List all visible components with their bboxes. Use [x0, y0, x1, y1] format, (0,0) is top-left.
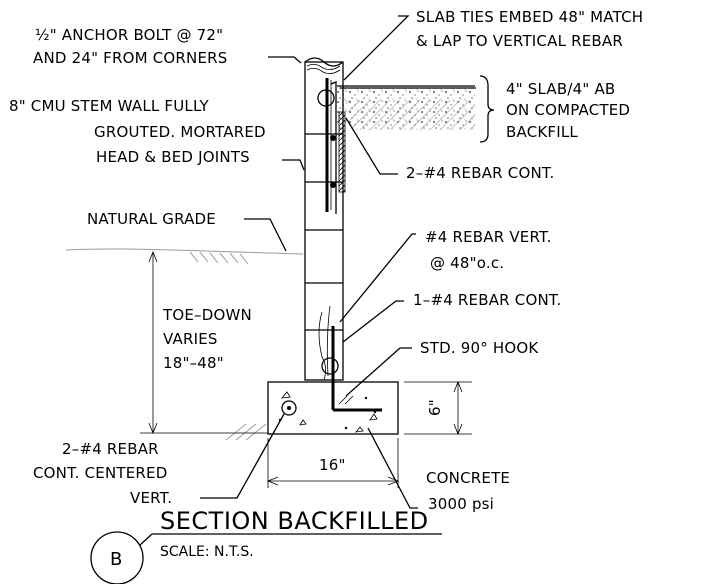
anchor-bolt-label-2: AND 24" FROM CORNERS	[33, 49, 227, 67]
footing-rebar-label-2: CONT. CENTERED	[33, 464, 167, 482]
leader-lines	[200, 15, 418, 509]
rebar-vert-label-1: #4 REBAR VERT.	[425, 228, 552, 246]
footing	[225, 381, 399, 441]
dim-width-label: 16"	[319, 456, 346, 474]
cmu-label-2: GROUTED. MORTARED	[94, 123, 266, 141]
vertical-rebar	[321, 326, 382, 412]
cmu-label-3: HEAD & BED JOINTS	[96, 148, 250, 166]
cmu-stem-wall	[304, 57, 344, 381]
concrete-label-2: 3000 psi	[428, 495, 494, 513]
section-title: SECTION BACKFILLED	[160, 507, 429, 535]
natural-grade-label: NATURAL GRADE	[87, 210, 216, 228]
rebar-cont-mid-label: 1–#4 REBAR CONT.	[413, 291, 561, 309]
rebar-vert-label-2: @ 48"o.c.	[430, 254, 504, 272]
concrete-label-1: CONCRETE	[426, 469, 510, 487]
toe-down-label-1: TOE–DOWN	[162, 306, 252, 324]
hook-label: STD. 90° HOOK	[420, 339, 539, 357]
natural-grade	[65, 248, 304, 265]
anchor-bolt	[317, 78, 346, 214]
slab-label-2: ON COMPACTED	[506, 101, 630, 119]
section-tag: B	[110, 549, 122, 570]
dim-height-label: 6"	[426, 399, 444, 416]
toe-down-label-2: VARIES	[163, 330, 218, 348]
footing-rebar-label-3: VERT.	[130, 489, 172, 507]
footing-rebar-label-1: 2–#4 REBAR	[62, 440, 159, 458]
slab-ties-label-2: & LAP TO VERTICAL REBAR	[416, 32, 623, 50]
title-block: B SECTION BACKFILLED SCALE: N.T.S.	[90, 507, 442, 584]
slab-label-1: 4" SLAB/4" AB	[506, 80, 615, 98]
cmu-label-1: 8" CMU STEM WALL FULLY	[9, 97, 210, 115]
toe-down-label-3: 18"–48"	[163, 354, 224, 372]
rebar-cont-top-label: 2–#4 REBAR CONT.	[406, 164, 554, 182]
slab-label-3: BACKFILL	[506, 123, 578, 141]
anchor-bolt-label-1: ½" ANCHOR BOLT @ 72"	[35, 26, 223, 44]
slab	[337, 75, 495, 143]
dimension-lines	[140, 250, 472, 488]
slab-ties-label-1: SLAB TIES EMBED 48" MATCH	[416, 8, 643, 26]
section-scale: SCALE: N.T.S.	[160, 544, 254, 560]
